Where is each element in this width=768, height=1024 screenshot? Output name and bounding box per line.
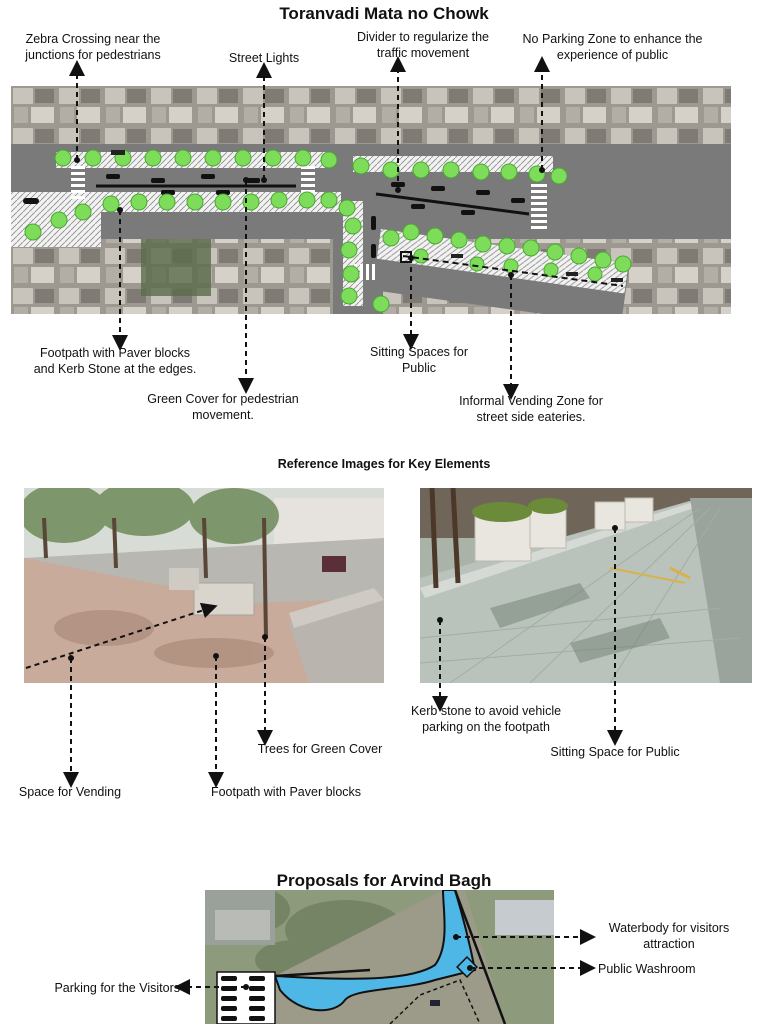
section2-title: Reference Images for Key Elements: [277, 457, 491, 471]
label-line: Footpath with Paver blocks: [39, 346, 191, 360]
label-waterbody: Waterbody for visitors attraction: [594, 920, 744, 952]
reference-photo-vending-street: [24, 488, 384, 683]
label-trees-green-cover: Trees for Green Cover: [257, 742, 383, 756]
label-parking-visitors: Parking for the Visitors: [54, 981, 180, 995]
label-line: junctions for pedestrians: [25, 48, 161, 62]
label-footpath: Footpath with Paver blocks and Kerb Ston…: [15, 345, 215, 377]
reference-photo-footpath-kerb: [420, 488, 752, 683]
label-line: experience of public: [556, 48, 669, 62]
label-line: parking on the footpath: [422, 720, 550, 734]
label-line: Public: [401, 361, 437, 375]
label-informal-vending: Informal Vending Zone for street side ea…: [440, 393, 622, 425]
label-line: Sitting Spaces for: [370, 345, 468, 359]
label-line: Waterbody for visitors: [608, 921, 730, 935]
label-public-washroom: Public Washroom: [598, 962, 696, 976]
label-line: Green Cover for pedestrian: [147, 392, 299, 406]
label-line: No Parking Zone to enhance the: [522, 32, 703, 46]
label-line: Zebra Crossing near the: [25, 32, 161, 46]
section1-title: Toranvadi Mata no Chowk: [279, 4, 489, 23]
label-line: street side eateries.: [476, 410, 586, 424]
label-line: Kerb stone to avoid vehicle: [410, 704, 562, 718]
section3-arrows: [174, 929, 596, 995]
label-line: movement.: [192, 408, 254, 422]
label-line: attraction: [643, 937, 695, 951]
label-no-parking: No Parking Zone to enhance the experienc…: [510, 31, 715, 63]
label-kerb-stone: Kerb stone to avoid vehicle parking on t…: [396, 703, 576, 735]
label-sitting-spaces: Sitting Spaces for Public: [355, 344, 483, 376]
section1-arrows: [69, 56, 550, 400]
chowk-site-plan: [11, 86, 731, 314]
arvind-bagh-site-plan: [205, 890, 554, 1024]
label-line: and Kerb Stone at the edges.: [33, 362, 197, 376]
section2-arrows: [25, 525, 623, 788]
label-footpath-paver: Footpath with Paver blocks: [210, 785, 362, 799]
label-space-vending: Space for Vending: [18, 785, 122, 799]
label-zebra-crossing: Zebra Crossing near the junctions for pe…: [8, 31, 178, 63]
label-line: Street Lights: [228, 51, 300, 65]
label-sitting-space-public: Sitting Space for Public: [550, 745, 680, 759]
label-line: Informal Vending Zone for: [459, 394, 603, 408]
label-street-lights: Street Lights: [210, 50, 318, 66]
label-green-cover: Green Cover for pedestrian movement.: [130, 391, 316, 423]
section3-title: Proposals for Arvind Bagh: [276, 871, 492, 890]
label-line: Divider to regularize the: [356, 30, 489, 44]
